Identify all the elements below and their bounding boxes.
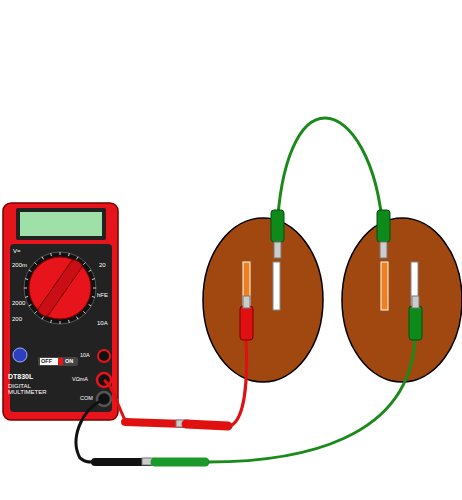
dial-tick — [25, 296, 28, 298]
dial-tick — [83, 311, 85, 313]
rotary-dial — [29, 257, 91, 319]
jack-label: 10A — [80, 353, 90, 359]
green-wire — [277, 118, 383, 232]
zinc-electrode — [411, 262, 418, 310]
dial-tick — [50, 320, 52, 323]
dial-tick — [42, 257, 44, 260]
dial-tick — [50, 253, 52, 256]
dial-tick — [77, 257, 79, 260]
dial-tick — [60, 321, 61, 324]
switch-label: ON — [65, 359, 73, 365]
dial-tick — [92, 296, 95, 298]
switch-label: OFF — [41, 359, 52, 365]
clip-jaw — [243, 296, 250, 308]
green-alligator-clip — [155, 458, 205, 467]
red-alligator-clip — [186, 424, 228, 426]
zinc-electrode — [273, 262, 280, 310]
dial-tick — [83, 263, 85, 265]
range-label: 200 — [12, 316, 22, 322]
model-subtitle: DIGITAL MULTIMETER — [8, 383, 50, 396]
alligator-clip — [271, 210, 284, 242]
black-wire — [76, 399, 104, 462]
range-label: V= — [13, 248, 21, 254]
multimeter-body — [3, 203, 118, 420]
clip-jaw — [380, 242, 387, 258]
dial-tick — [35, 311, 37, 313]
alligator-clip — [240, 306, 253, 340]
switch-off-label-bg — [40, 358, 58, 365]
lcd-display — [20, 212, 102, 236]
range-label: 2000 — [12, 300, 25, 306]
dial-tick — [92, 278, 95, 280]
dial-tick — [89, 270, 92, 272]
dial-tick — [29, 305, 32, 307]
alligator-clip — [377, 210, 390, 242]
dial-tick — [42, 317, 44, 320]
model-name: DT830L — [8, 373, 33, 380]
dial-tick — [68, 320, 70, 323]
clip-jaw — [412, 296, 419, 308]
jack-label: COM — [80, 396, 93, 402]
jack-label: VΩmA — [72, 377, 88, 383]
jack-10a — [98, 350, 110, 362]
dial-tick — [68, 253, 70, 256]
switch-slider — [58, 358, 63, 365]
transistor-socket — [13, 348, 27, 362]
range-label: 20 — [99, 262, 106, 268]
dial-knob — [37, 258, 84, 317]
green-wire — [208, 338, 415, 462]
red-wire — [230, 338, 247, 426]
dial-tick — [29, 270, 32, 272]
copper-electrode — [381, 262, 388, 310]
potato-left — [203, 218, 323, 382]
alligator-clip — [409, 306, 422, 340]
dial-tick — [60, 252, 61, 255]
range-label: 200m — [12, 262, 27, 268]
dial-tick — [24, 288, 27, 289]
dial-tick — [89, 305, 92, 307]
range-label: hFE — [97, 292, 108, 298]
potato-right — [342, 218, 462, 382]
dial-tick — [77, 317, 79, 320]
dial-tick — [25, 278, 28, 280]
dial-tick — [93, 288, 96, 289]
copper-electrode — [243, 262, 250, 310]
dial-ring — [24, 252, 96, 324]
power-switch — [38, 357, 78, 366]
dial-ticks — [24, 252, 96, 324]
dial-tick — [35, 263, 37, 265]
display-bezel — [16, 208, 106, 240]
range-label: 10A — [97, 320, 108, 326]
clip-jaw — [274, 242, 281, 258]
